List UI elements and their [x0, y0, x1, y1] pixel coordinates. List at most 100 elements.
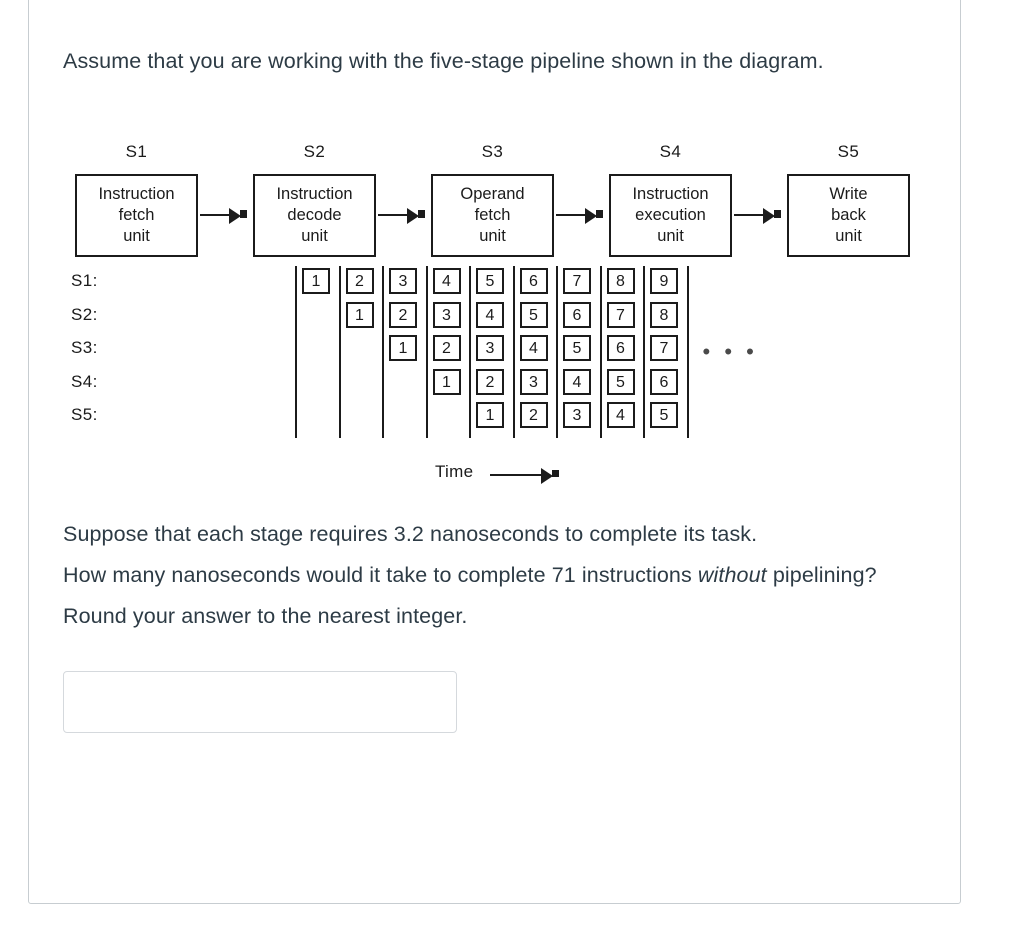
- ask-sentence: How many nanoseconds would it take to co…: [63, 555, 929, 637]
- stage-connector-1: [200, 214, 235, 216]
- timing-cell-s1-c8: 8: [606, 268, 635, 294]
- time-axis-label: Time: [435, 462, 474, 481]
- time-axis-line: [490, 474, 548, 476]
- timing-column-divider-3: [425, 266, 428, 438]
- answer-input[interactable]: [63, 671, 457, 733]
- timing-row-label-1: S1:: [71, 271, 98, 290]
- stage-arrow-tail-3: [596, 210, 603, 218]
- timing-cell-s4-c9: 6: [650, 368, 678, 395]
- timing-cell-s5-c6: 2: [519, 402, 548, 428]
- stage-s2-line2: decode: [287, 206, 342, 224]
- timing-cell-s5-c8: 4: [606, 402, 635, 428]
- timing-cell-s2-c4: 3: [432, 301, 461, 328]
- stage-caption-s5: S5: [837, 142, 860, 161]
- timing-column-divider-6: [556, 266, 558, 438]
- timing-cell-s1-c4: 4: [432, 268, 461, 294]
- stage-box-s2: Instruction decode unit: [253, 174, 376, 257]
- timing-cell-s4-c7: 4: [563, 368, 591, 395]
- ask-prefix: How many nanoseconds would it take to co…: [63, 563, 698, 587]
- stage-connector-4: [734, 214, 769, 216]
- timing-cell-s2-c9: 8: [650, 301, 678, 328]
- stage-arrow-tail-2: [418, 210, 425, 218]
- timing-cell-s5-c9: 5: [650, 402, 678, 428]
- question-card: Assume that you are working with the fiv…: [28, 0, 961, 904]
- timing-cell-s3-c5: 3: [476, 335, 504, 361]
- timing-column-divider-0: [295, 266, 297, 438]
- timing-row-label-2: S2:: [71, 304, 98, 324]
- timing-column-divider-9: [686, 266, 689, 438]
- stage-s3-line1: Operand: [460, 185, 525, 203]
- stage-s2-line3: unit: [301, 227, 328, 245]
- stage-arrow-2: [407, 207, 419, 224]
- pipeline-figure: S1 Instruction fetch unit S2 Instruction…: [63, 112, 929, 514]
- stage-s5-line2: back: [831, 206, 866, 224]
- stage-arrow-1: [229, 207, 241, 224]
- question-body: Assume that you are working with the fiv…: [63, 41, 929, 733]
- timing-cell-s3-c9: 7: [650, 335, 678, 361]
- timing-cell-s3-c3: 1: [389, 335, 417, 361]
- timing-cell-s2-c3: 2: [389, 301, 417, 328]
- timing-cell-s3-c8: 6: [606, 335, 635, 361]
- stage-arrow-4: [763, 207, 775, 224]
- stage-s1-line3: unit: [123, 227, 150, 245]
- stage-s5-line3: unit: [835, 227, 862, 245]
- timing-cell-s1-c3: 3: [389, 268, 417, 294]
- stage-s3-line3: unit: [479, 227, 506, 245]
- stage-caption-s3: S3: [481, 142, 504, 161]
- stage-s5-line1: Write: [829, 185, 868, 203]
- timing-cell-s1-c2: 2: [345, 268, 374, 294]
- stage-s1-line1: Instruction: [98, 185, 175, 203]
- time-axis-arrow-tail: [552, 470, 559, 477]
- timing-cell-s4-c5: 2: [476, 368, 504, 395]
- stage-s3-line2: fetch: [474, 206, 511, 224]
- timing-cell-s3-c6: 4: [519, 335, 548, 361]
- intro-text: Assume that you are working with the fiv…: [63, 49, 824, 73]
- timing-cell-s2-c7: 6: [563, 301, 591, 328]
- stage-box-s5: Write back unit: [787, 174, 910, 257]
- time-axis-arrow-icon: [541, 467, 553, 484]
- stage-caption-s4: S4: [659, 142, 682, 161]
- timing-row-label-4: S4:: [71, 371, 98, 391]
- stage-box-s3: Operand fetch unit: [431, 174, 554, 257]
- stage-caption-s1: S1: [125, 142, 148, 161]
- stage-s4-line3: unit: [657, 227, 684, 245]
- timing-cell-s2-c2: 1: [345, 301, 374, 328]
- timing-cell-s1-c1: 1: [302, 268, 330, 294]
- timing-cell-s5-c5: 1: [476, 402, 504, 428]
- timing-column-divider-8: [643, 266, 645, 438]
- ask-emphasis: without: [697, 563, 767, 587]
- timing-cell-s1-c6: 6: [519, 268, 548, 294]
- timing-cell-s4-c8: 5: [606, 368, 635, 395]
- stage-connector-3: [556, 214, 591, 216]
- timing-cell-s3-c7: 5: [563, 335, 591, 361]
- stage-box-s1: Instruction fetch unit: [75, 174, 198, 257]
- timing-column-divider-4: [469, 266, 471, 438]
- stage-time-sentence: Suppose that each stage requires 3.2 nan…: [63, 522, 758, 546]
- timing-column-divider-7: [599, 266, 602, 438]
- answer-field-wrapper: [63, 671, 929, 733]
- question-text: Suppose that each stage requires 3.2 nan…: [63, 514, 929, 637]
- timing-column-divider-5: [512, 266, 515, 438]
- time-axis: Time: [63, 462, 929, 494]
- stage-arrow-tail-4: [774, 210, 781, 218]
- timing-cell-s5-c7: 3: [563, 402, 591, 428]
- stage-arrow-3: [585, 207, 597, 224]
- stage-connector-2: [378, 214, 413, 216]
- stage-s4-line2: execution: [635, 206, 706, 224]
- timing-ellipsis: • • •: [702, 339, 758, 364]
- timing-cell-s4-c6: 3: [519, 368, 548, 395]
- ask-suffix: pipelining? Round your answer to the nea…: [63, 563, 877, 628]
- timing-cell-s1-c7: 7: [563, 268, 591, 294]
- timing-cell-s4-c4: 1: [432, 368, 461, 395]
- stage-s4-line1: Instruction: [632, 185, 709, 203]
- timing-column-divider-2: [382, 266, 384, 438]
- stage-s2-line1: Instruction: [276, 185, 353, 203]
- timing-row-label-3: S3:: [71, 338, 98, 357]
- timing-cell-s1-c9: 9: [650, 268, 678, 294]
- timing-cell-s2-c8: 7: [606, 301, 635, 328]
- timing-cell-s1-c5: 5: [476, 268, 504, 294]
- timing-cell-s2-c6: 5: [519, 301, 548, 328]
- question-intro: Assume that you are working with the fiv…: [63, 41, 943, 82]
- stage-caption-s2: S2: [303, 142, 326, 161]
